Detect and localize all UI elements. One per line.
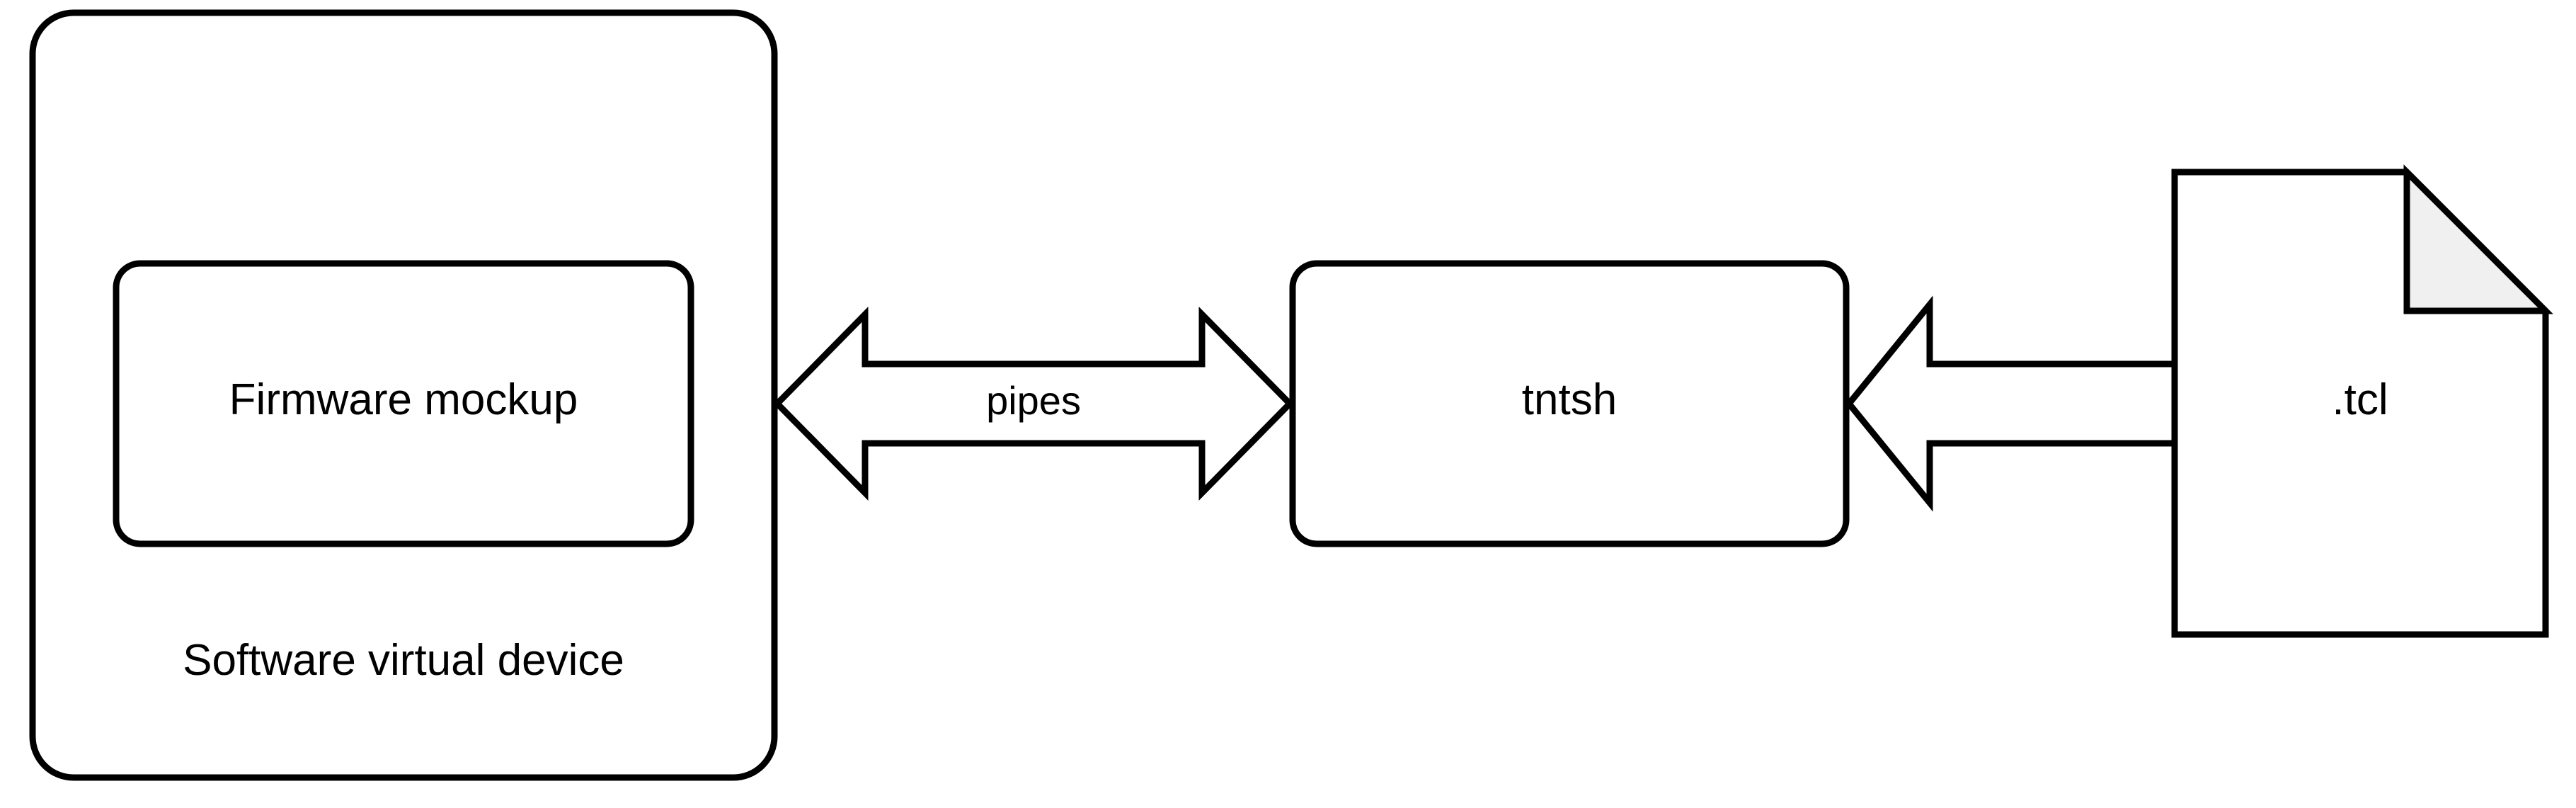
firmware-mockup-label: Firmware mockup bbox=[229, 375, 578, 424]
pipes-double-arrow-icon[interactable] bbox=[772, 307, 1295, 501]
tcl-file-label: .tcl bbox=[2332, 375, 2388, 424]
pipes-edge-label: pipes bbox=[986, 378, 1081, 423]
software-virtual-device-label: Software virtual device bbox=[183, 636, 624, 685]
tcl-document-fold-icon bbox=[2403, 164, 2553, 314]
firmware-mockup-box[interactable] bbox=[113, 260, 694, 547]
tntsh-label: tntsh bbox=[1521, 375, 1618, 424]
tcl-to-tntsh-arrow-icon[interactable] bbox=[1845, 295, 2178, 512]
